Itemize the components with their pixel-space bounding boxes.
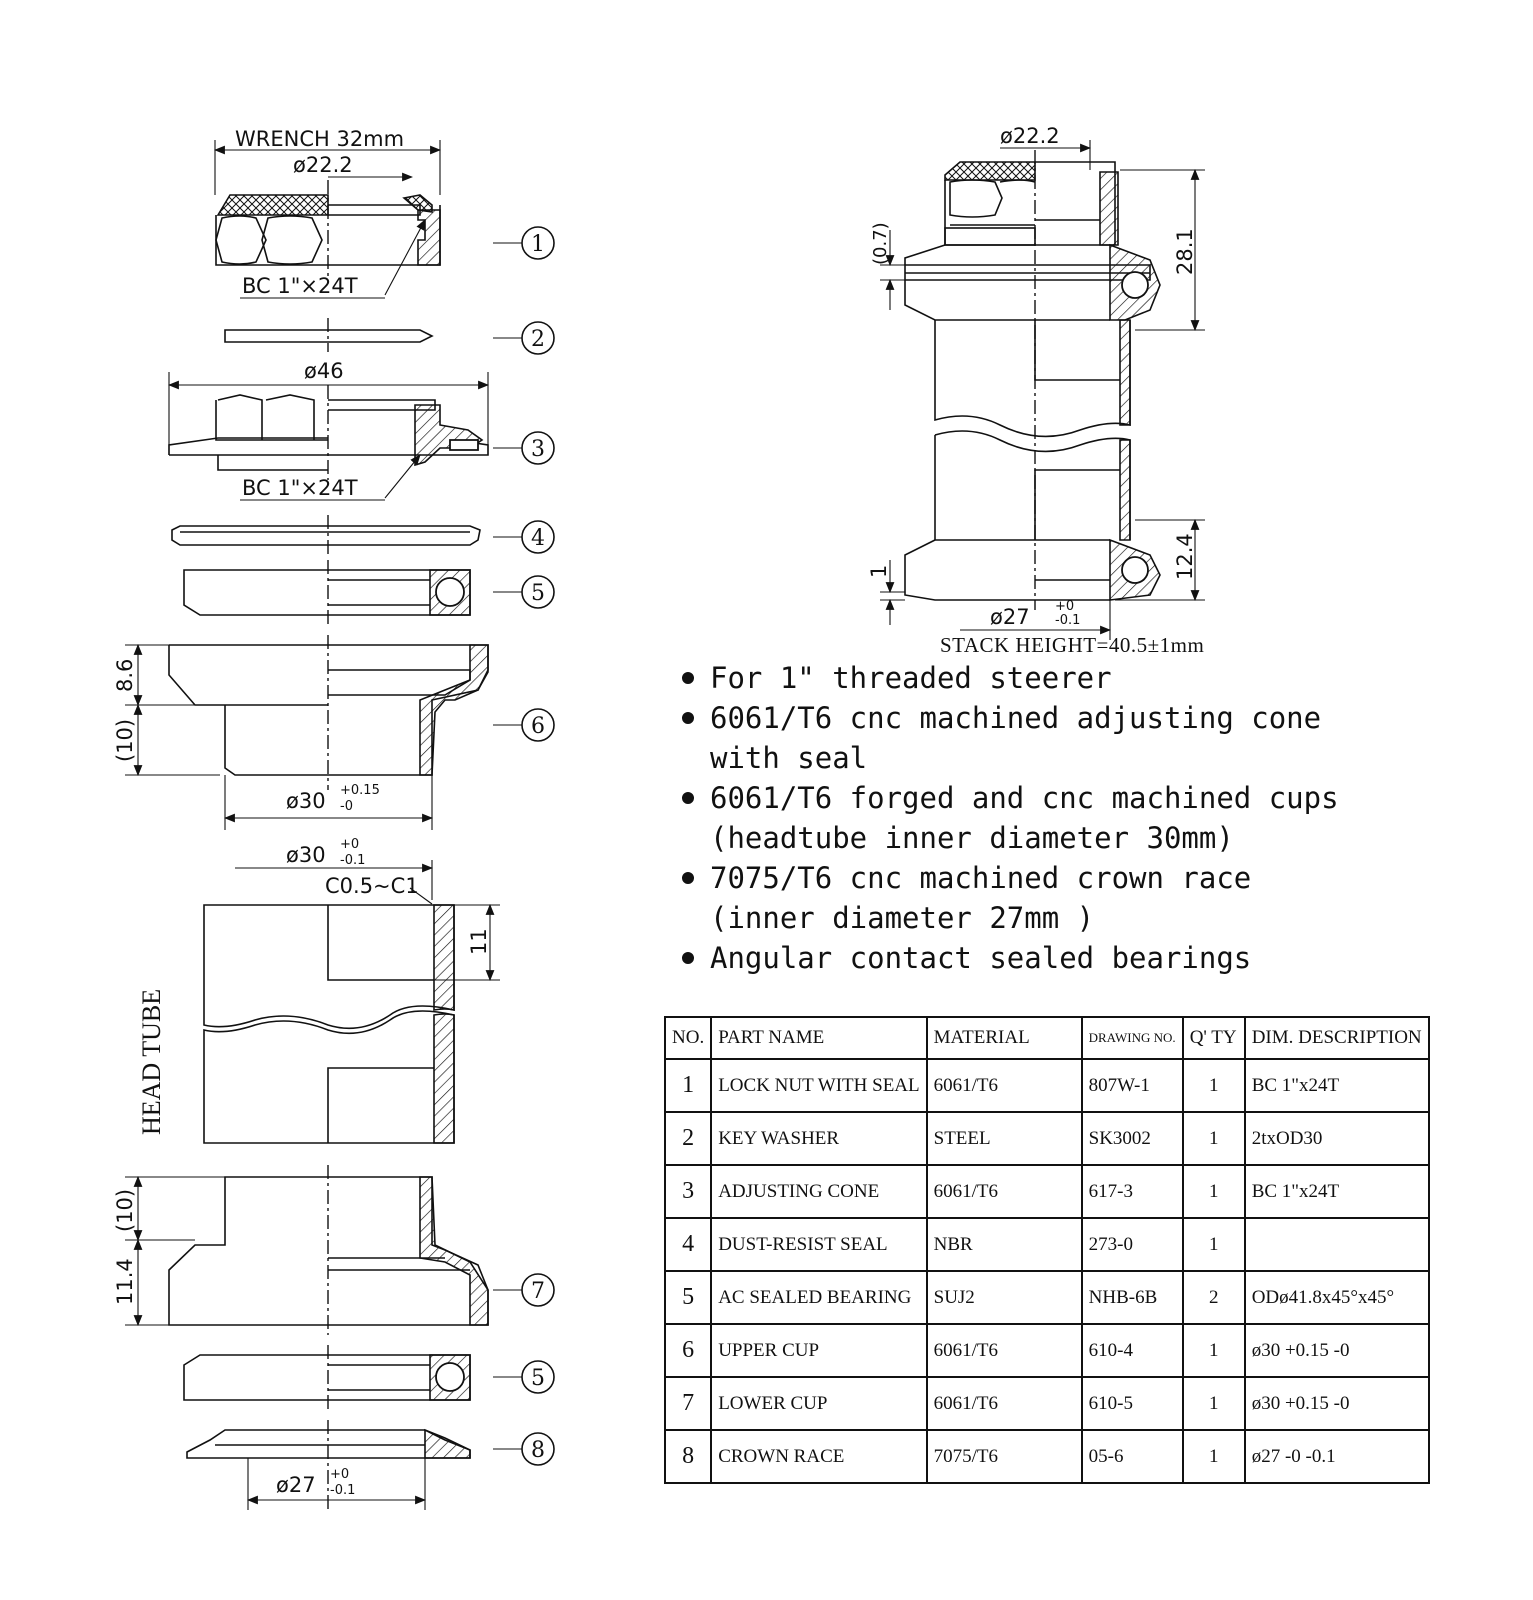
part-5-bearing-lower [183,1345,471,1412]
callout-3: 3 [531,437,545,462]
feature-item: 7075/T6 cnc machined crown race (inner d… [680,858,1380,938]
head-tube-label: HEAD TUBE [137,989,166,1135]
dia-46-label: ø46 [304,359,344,383]
part-7-lower-cup: (10) 11.4 [113,1165,489,1335]
part-4-dust-seal [171,515,481,555]
bc-thread-label-3: BC 1"×24T [242,476,358,500]
dia-22-2-label: ø22.2 [293,153,353,177]
callout-1: 1 [531,232,545,257]
callout-5-lower: 5 [531,1366,545,1391]
part-5-bearing-upper [183,560,471,625]
dia-30-label-tube: ø30 [286,843,326,867]
tol-upper-015: +0.15 [340,783,380,798]
asm-dim-1: 1 [867,565,891,578]
callout-7: 7 [531,1279,545,1304]
feature-item: 6061/T6 forged and cnc machined cups (he… [680,778,1380,858]
feature-list: For 1" threaded steerer 6061/T6 cnc mach… [680,658,1380,978]
part-2-key-washer [224,318,434,352]
feature-item: For 1" threaded steerer [680,658,1380,698]
dim-11-4-label: 11.4 [113,1258,137,1305]
col-header-no: NO. [663,1016,713,1060]
col-header-material: MATERIAL [925,1016,1083,1060]
asm-dim-28-1: 28.1 [1173,228,1197,275]
col-header-dim-description: DIM. DESCRIPTION [1243,1016,1430,1060]
asm-dia-27: ø27 [990,605,1030,629]
asm-tol-low: -0.1 [1055,613,1080,628]
tol-lower-0: -0 [340,799,353,814]
tol-upper-0-tube: +0 [340,837,359,852]
callout-5-upper: 5 [531,581,545,606]
chamfer-label: C0.5~C1 [325,874,419,898]
callouts: 1 2 3 4 5 6 7 5 8 [493,226,555,1466]
feature-item: Angular contact sealed bearings [680,938,1380,978]
dim-10-label: (10) [113,719,137,762]
asm-dim-12-4: 12.4 [1173,533,1197,580]
tol-lower-01-race: -0.1 [330,1483,355,1498]
dim-8-6-label: 8.6 [113,659,137,692]
dia-30-label-6: ø30 [286,789,326,813]
part-6-upper-cup: 8.6 (10) ø30 +0.15 -0 [113,635,489,830]
dim-11-label: 11 [467,928,491,955]
table-header-row: NO. PART NAME MATERIAL DRAWING NO. Q' TY… [663,1016,1430,1060]
feature-item: 6061/T6 cnc machined adjusting cone with… [680,698,1380,778]
bc-thread-label-1: BC 1"×24T [242,274,358,298]
dia-27-label: ø27 [276,1473,316,1497]
col-header-qty: Q' TY [1181,1016,1246,1060]
callout-8: 8 [531,1438,545,1463]
tol-lower-01-tube: -0.1 [340,853,365,868]
part-8-crown-race: ø27 +0 -0.1 [186,1420,471,1510]
dim-10-label-7: (10) [113,1189,137,1232]
asm-dim-0-7: (0.7) [870,222,891,265]
part-3-adjusting-cone: ø46 BC 1"×24T [167,359,490,501]
bullet-icon [682,672,694,684]
bullet-icon [682,872,694,884]
callout-6: 6 [531,714,545,739]
col-header-drawing-no: DRAWING NO. [1080,1016,1184,1060]
bullet-icon [682,792,694,804]
asm-tol-up: +0 [1055,599,1074,614]
wrench-label: WRENCH 32mm [235,127,404,151]
assembled-view: ø22.2 28.1 12.4 [867,124,1205,640]
col-header-part-name: PART NAME [710,1016,928,1060]
bullet-icon [682,952,694,964]
bullet-icon [682,712,694,724]
stack-height-label: STACK HEIGHT=40.5±1mm [940,633,1205,657]
callout-4: 4 [531,526,545,551]
head-tube: ø30 +0 -0.1 C0.5~C1 11 HEAD TUBE [137,837,500,1144]
asm-dia-22-2: ø22.2 [1000,124,1060,148]
tol-upper-0-race: +0 [330,1467,349,1482]
part-1-lock-nut: WRENCH 32mm ø22.2 BC 1"×24T [213,127,442,299]
callout-2: 2 [531,327,545,352]
parts-table: NO. PART NAME MATERIAL DRAWING NO. Q' TY… [663,1016,1430,1484]
